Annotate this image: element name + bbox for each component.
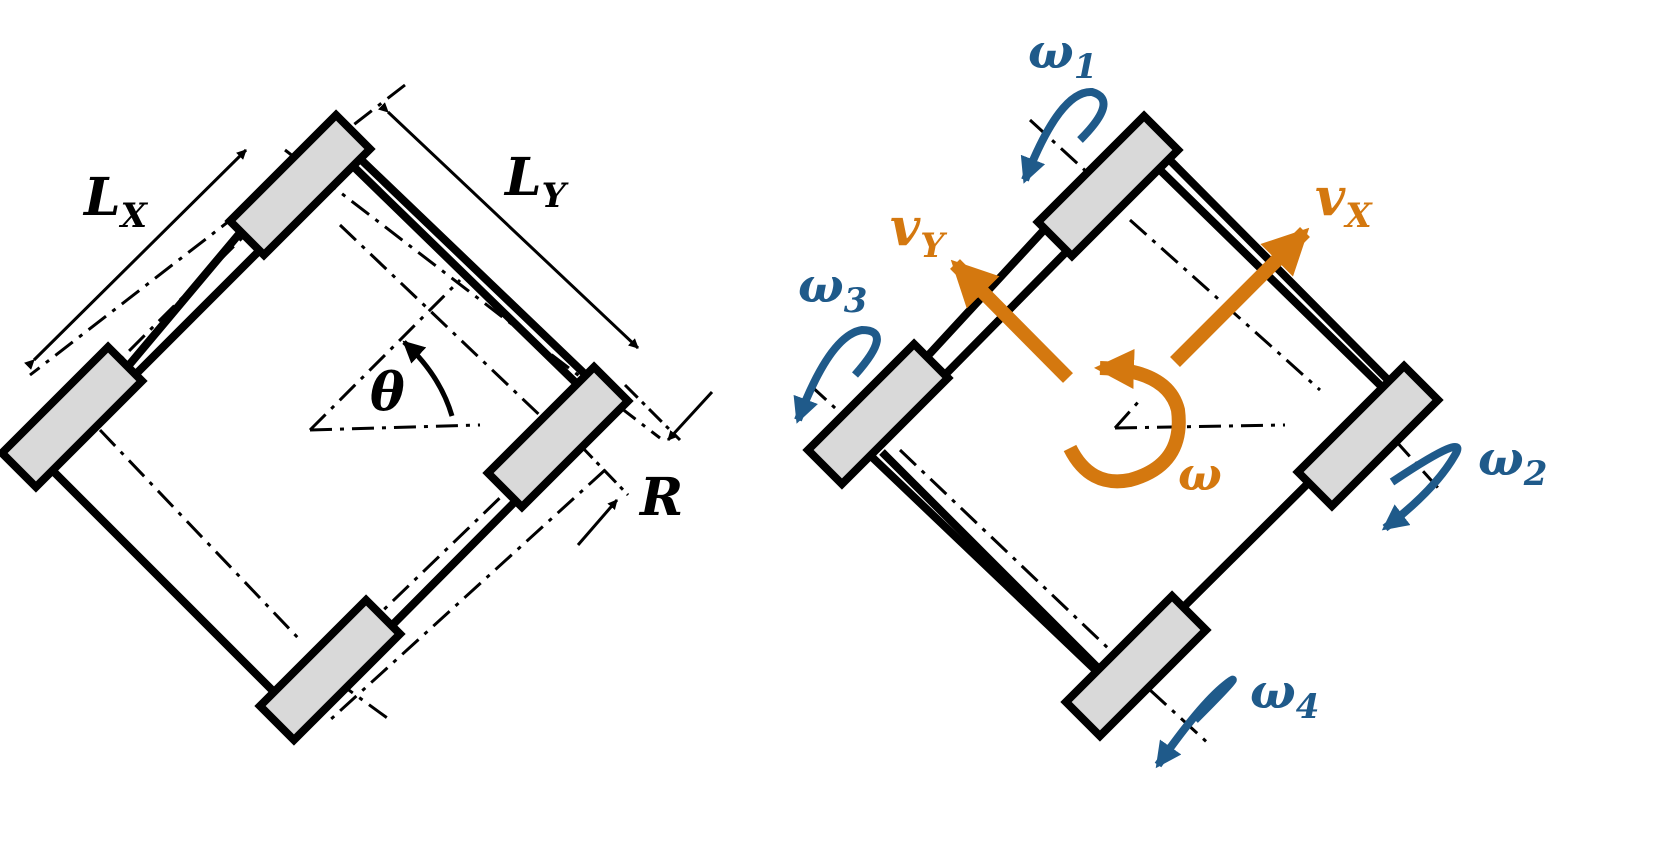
wheel-front-left — [224, 109, 376, 261]
theta-arc-arrow — [402, 340, 455, 417]
vx-arrow — [1170, 227, 1310, 367]
lx-label: LX — [82, 167, 149, 236]
vx-label: vX — [1315, 167, 1373, 236]
wheel-2 — [1292, 360, 1444, 512]
wheel-3 — [802, 338, 954, 490]
wheel-1 — [1032, 110, 1184, 262]
omega-rotation-arrow — [1063, 349, 1186, 489]
wheel-front-right — [482, 361, 634, 513]
radius-arrow-bottom — [576, 499, 619, 546]
omega4-rotation-arrow — [1154, 675, 1237, 769]
wheel-rear-right — [254, 594, 406, 746]
wheel-4 — [1060, 590, 1212, 742]
omega3-label: ω3 — [798, 258, 867, 321]
omega2-rotation-arrow — [1381, 443, 1462, 532]
vy-arrow — [950, 259, 1073, 383]
wheel-rear-left — [0, 341, 148, 493]
omega3-rotation-arrow — [793, 325, 881, 424]
omega1-label: ω1 — [1028, 24, 1097, 87]
ly-label: LY — [503, 147, 569, 216]
vy-label: vY — [890, 197, 947, 266]
omega4-label: ω4 — [1250, 664, 1319, 727]
omega-label: ω — [1178, 447, 1222, 501]
omega2-label: ω2 — [1478, 431, 1547, 494]
omega1-rotation-arrow — [1020, 88, 1108, 184]
left-diagram: LX LY θ R — [0, 83, 714, 746]
radius-arrow-top — [666, 390, 714, 442]
right-diagram: ω1 ω3 ω2 ω4 vX vY ω — [793, 24, 1547, 769]
radius-label: R — [638, 467, 683, 528]
ly-dimension-arrow — [378, 102, 640, 350]
theta-label: θ — [370, 362, 405, 423]
lx-dimension-arrow — [24, 148, 248, 370]
